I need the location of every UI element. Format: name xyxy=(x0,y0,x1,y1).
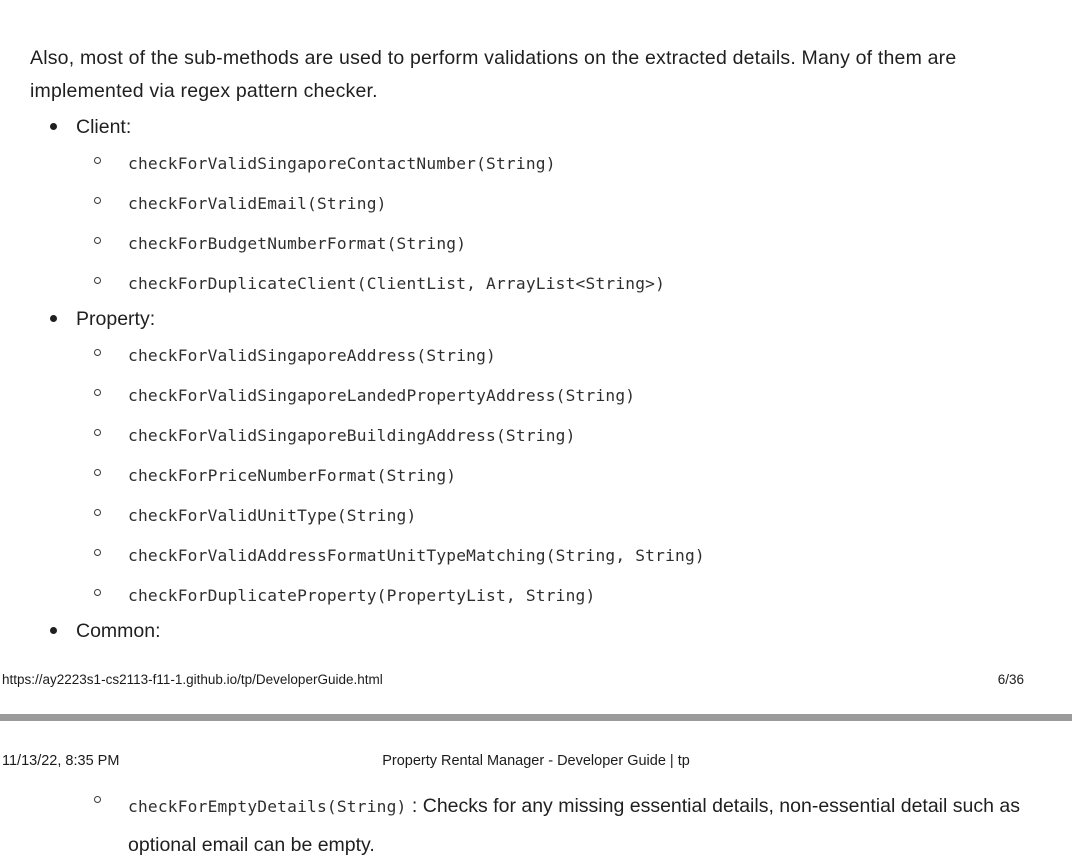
bullet-circle-icon xyxy=(94,197,101,204)
section-label: Property: xyxy=(76,308,156,330)
list-item: checkForValidUnitType(String) xyxy=(0,496,1072,536)
bullet-disc-icon xyxy=(50,627,57,634)
section-label: Client: xyxy=(76,116,132,138)
page-number: 6/36 xyxy=(997,672,1024,687)
method-signature: checkForDuplicateProperty(PropertyList, … xyxy=(128,586,596,605)
bullet-circle-icon xyxy=(94,509,101,516)
bullet-circle-icon xyxy=(94,549,101,556)
document-title: Property Rental Manager - Developer Guid… xyxy=(382,753,690,769)
print-footer: https://ay2223s1-cs2113-f11-1.github.io/… xyxy=(0,672,1072,694)
bullet-circle-icon xyxy=(94,157,101,164)
list-item: checkForEmptyDetails(String) : Checks fo… xyxy=(0,783,1072,864)
bullet-circle-icon xyxy=(94,469,101,476)
source-url: https://ay2223s1-cs2113-f11-1.github.io/… xyxy=(2,672,383,687)
page-break-separator xyxy=(0,714,1072,721)
method-signature: checkForValidSingaporeBuildingAddress(St… xyxy=(128,426,576,445)
print-header: 11/13/22, 8:35 PM Property Rental Manage… xyxy=(0,753,1072,775)
method-signature: checkForValidEmail(String) xyxy=(128,194,387,213)
outline-section-common: Common: xyxy=(0,616,1072,646)
bullet-circle-icon xyxy=(94,349,101,356)
method-signature: checkForPriceNumberFormat(String) xyxy=(128,466,457,485)
method-description-item: checkForEmptyDetails(String) : Checks fo… xyxy=(128,783,1072,864)
method-outline-list: Client: checkForValidSingaporeContactNum… xyxy=(0,112,1072,648)
list-item: checkForValidSingaporeLandedPropertyAddr… xyxy=(0,376,1072,416)
list-item: checkForValidAddressFormatUnitTypeMatchi… xyxy=(0,536,1072,576)
list-item: checkForValidSingaporeContactNumber(Stri… xyxy=(0,144,1072,184)
intro-paragraph: Also, most of the sub-methods are used t… xyxy=(30,46,957,102)
list-item: checkForValidSingaporeAddress(String) xyxy=(0,336,1072,376)
list-item: checkForValidEmail(String) xyxy=(0,184,1072,224)
bullet-circle-icon xyxy=(94,429,101,436)
section-label: Common: xyxy=(76,620,161,642)
continued-content: checkForEmptyDetails(String) : Checks fo… xyxy=(0,783,1072,864)
method-signature: checkForDuplicateClient(ClientList, Arra… xyxy=(128,274,666,293)
list-item: checkForBudgetNumberFormat(String) xyxy=(0,224,1072,264)
bullet-circle-icon xyxy=(94,589,101,596)
list-item: checkForPriceNumberFormat(String) xyxy=(0,456,1072,496)
print-timestamp: 11/13/22, 8:35 PM xyxy=(2,753,120,769)
bullet-disc-icon xyxy=(50,123,57,130)
list-item: checkForDuplicateProperty(PropertyList, … xyxy=(0,576,1072,616)
method-signature: checkForEmptyDetails(String) xyxy=(128,797,407,816)
method-signature: checkForValidSingaporeLandedPropertyAddr… xyxy=(128,386,636,405)
method-signature: checkForValidSingaporeAddress(String) xyxy=(128,346,496,365)
method-signature: checkForValidSingaporeContactNumber(Stri… xyxy=(128,154,556,173)
bullet-circle-icon xyxy=(94,237,101,244)
method-signature: checkForBudgetNumberFormat(String) xyxy=(128,234,467,253)
method-signature: checkForValidUnitType(String) xyxy=(128,506,417,525)
bullet-circle-icon xyxy=(94,277,101,284)
list-item: checkForDuplicateClient(ClientList, Arra… xyxy=(0,264,1072,304)
outline-section-client: Client: xyxy=(0,112,1072,142)
outline-section-property: Property: xyxy=(0,304,1072,334)
bullet-circle-icon xyxy=(94,389,101,396)
bullet-disc-icon xyxy=(50,315,57,322)
bullet-circle-icon xyxy=(94,796,101,803)
list-item: checkForValidSingaporeBuildingAddress(St… xyxy=(0,416,1072,456)
method-description: : Checks for any missing essential detai… xyxy=(128,795,1020,856)
method-signature: checkForValidAddressFormatUnitTypeMatchi… xyxy=(128,546,705,565)
